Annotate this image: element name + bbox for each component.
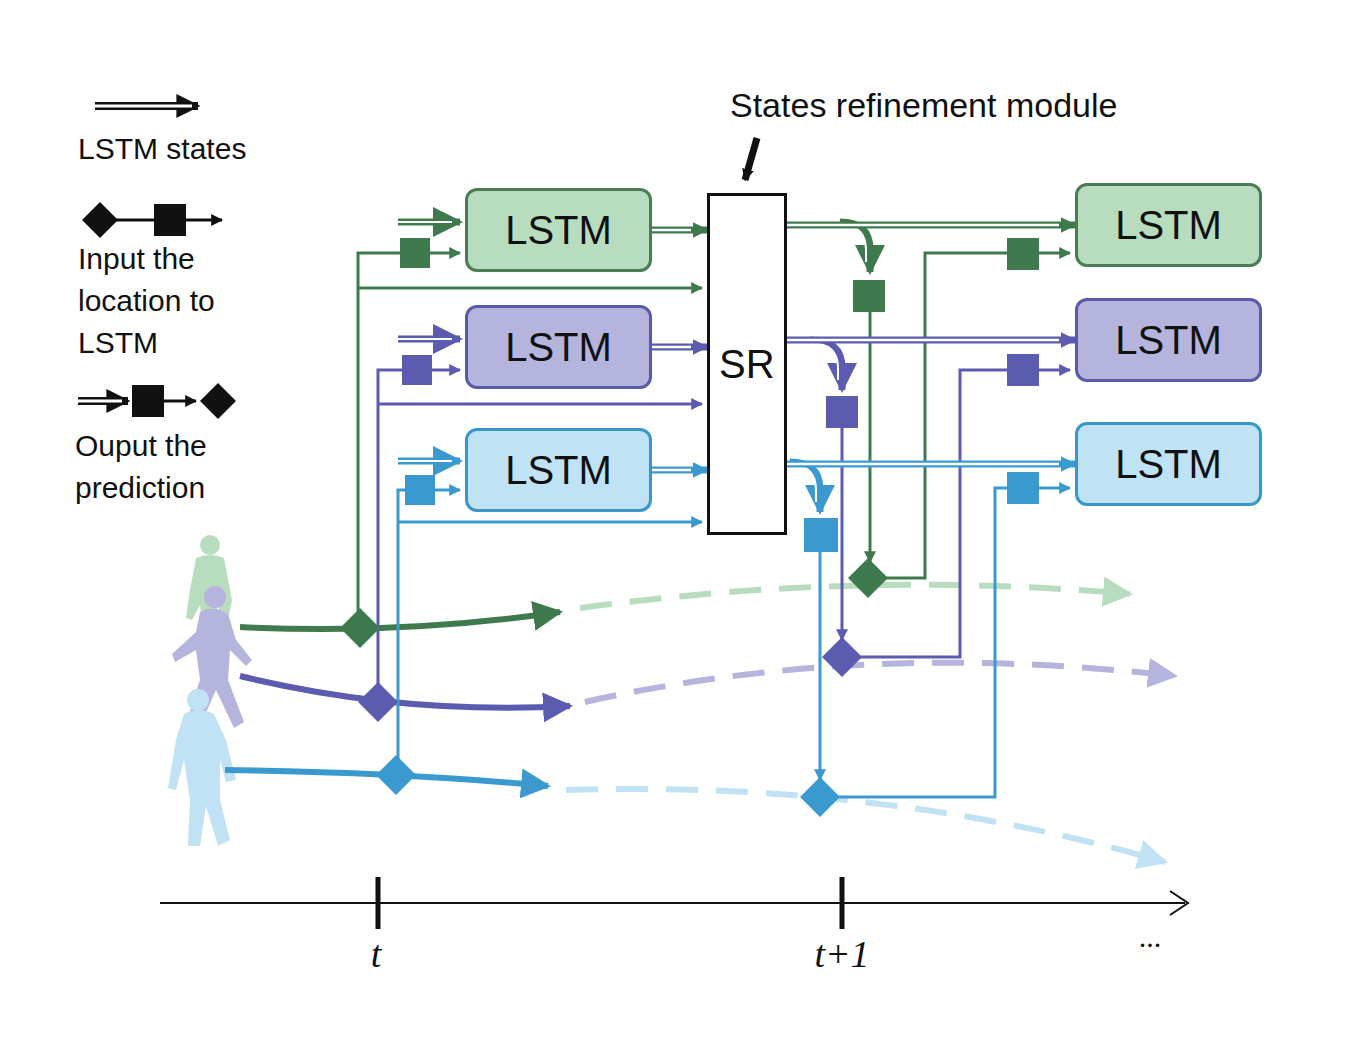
lstm-box: LSTM <box>1075 183 1262 267</box>
pointer-arrow <box>745 138 757 180</box>
module-callout: States refinement module <box>730 86 1117 125</box>
time-label: t+1 <box>814 932 869 976</box>
state-connector <box>787 461 1075 468</box>
connector-gap <box>652 229 691 232</box>
location-markers <box>340 238 1039 817</box>
lstm-box: LSTM <box>465 188 652 272</box>
trajectories <box>225 585 1175 862</box>
connector-gap <box>787 463 1059 466</box>
connector-gap <box>787 339 1059 342</box>
lstm-box: LSTM <box>465 305 652 389</box>
lstm-box: LSTM <box>465 428 652 512</box>
legend-text: Ouput the prediction <box>75 425 250 509</box>
time-label: t <box>371 932 382 976</box>
node-label: LSTM <box>1115 203 1222 248</box>
legend-text: LSTM states <box>78 128 338 170</box>
node-label: LSTM <box>505 208 612 253</box>
node-label: LSTM <box>1115 442 1222 487</box>
state-connector <box>787 222 1075 229</box>
output-wires <box>790 222 1070 797</box>
connector-gap <box>652 346 691 349</box>
connector-gap <box>652 469 691 472</box>
refinement-box: SR <box>707 193 787 535</box>
node-label: LSTM <box>505 448 612 493</box>
lstm-box: LSTM <box>1075 298 1262 382</box>
node-label: LSTM <box>1115 318 1222 363</box>
node-label: LSTM <box>505 325 612 370</box>
input-wires <box>358 222 702 775</box>
timeline <box>160 877 1188 929</box>
pedestrians <box>168 535 252 846</box>
ellipsis: ... <box>1139 920 1162 954</box>
state-connector <box>652 467 707 474</box>
node-label: SR <box>719 342 775 387</box>
state-connector <box>652 227 707 234</box>
connector-gap <box>787 224 1059 227</box>
state-connector <box>652 344 707 351</box>
state-connector <box>787 337 1075 344</box>
legend-text: Input the location to LSTM <box>78 238 253 364</box>
lstm-box: LSTM <box>1075 422 1262 506</box>
